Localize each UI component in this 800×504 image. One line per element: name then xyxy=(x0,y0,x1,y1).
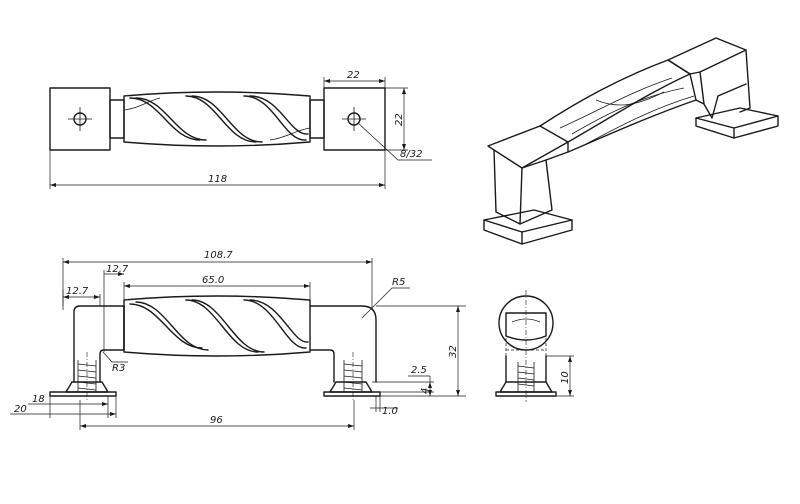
dim-center-distance-label: 96 xyxy=(210,415,223,426)
side-view: 10 xyxy=(495,290,574,402)
top-view-twist xyxy=(123,91,311,147)
side-post xyxy=(505,355,547,383)
dim-outer-radius-label: R5 xyxy=(392,277,405,288)
top-view: 8/32 22 22 118 xyxy=(49,70,432,189)
dim-twist-length-label: 65.0 xyxy=(202,275,224,286)
iso-left-arm xyxy=(487,125,569,169)
dim-post-height-label: 10 xyxy=(560,371,571,384)
isometric-view xyxy=(483,37,779,245)
iso-left-leg xyxy=(493,149,523,225)
dim-step-label: 1.0 xyxy=(382,406,398,417)
dim-leg-width-label: 12.7 xyxy=(66,286,89,297)
dim-shoulder-label: 12.7 xyxy=(106,264,129,275)
front-twist xyxy=(123,295,311,357)
dim-base-width-label: 22 xyxy=(347,70,360,81)
front-left-foot xyxy=(49,352,117,400)
dim-inner-radius-label: R3 xyxy=(112,363,125,374)
hole-leader-line xyxy=(357,122,432,161)
dim-flange-label: 2.5 xyxy=(411,365,427,376)
iso-twist-top xyxy=(539,59,691,143)
front-right-leg xyxy=(309,305,377,383)
dim-front-length-label: 108.7 xyxy=(204,250,233,261)
dim-height-label: 32 xyxy=(448,345,459,358)
dim-overall-length-label: 118 xyxy=(208,174,227,185)
top-view-right-neck xyxy=(309,99,325,139)
dim-hole-label: 8/32 xyxy=(400,149,422,160)
dim-foot-inner-label: 18 xyxy=(32,394,45,405)
radius-r3-leader xyxy=(102,351,128,363)
top-view-left-neck xyxy=(109,99,125,139)
top-view-right-hole xyxy=(342,107,366,131)
front-view: 108.7 12.7 65.0 12.7 R5 R3 32 xyxy=(10,250,466,430)
front-right-foot xyxy=(323,352,381,400)
dim-base-label: 4 xyxy=(420,388,431,394)
radius-r5-leader xyxy=(361,287,410,319)
iso-right-arm xyxy=(667,37,747,75)
dim-base-height-label: 22 xyxy=(394,113,405,126)
top-view-left-hole xyxy=(68,107,92,131)
dim-foot-outer-label: 20 xyxy=(14,404,27,415)
